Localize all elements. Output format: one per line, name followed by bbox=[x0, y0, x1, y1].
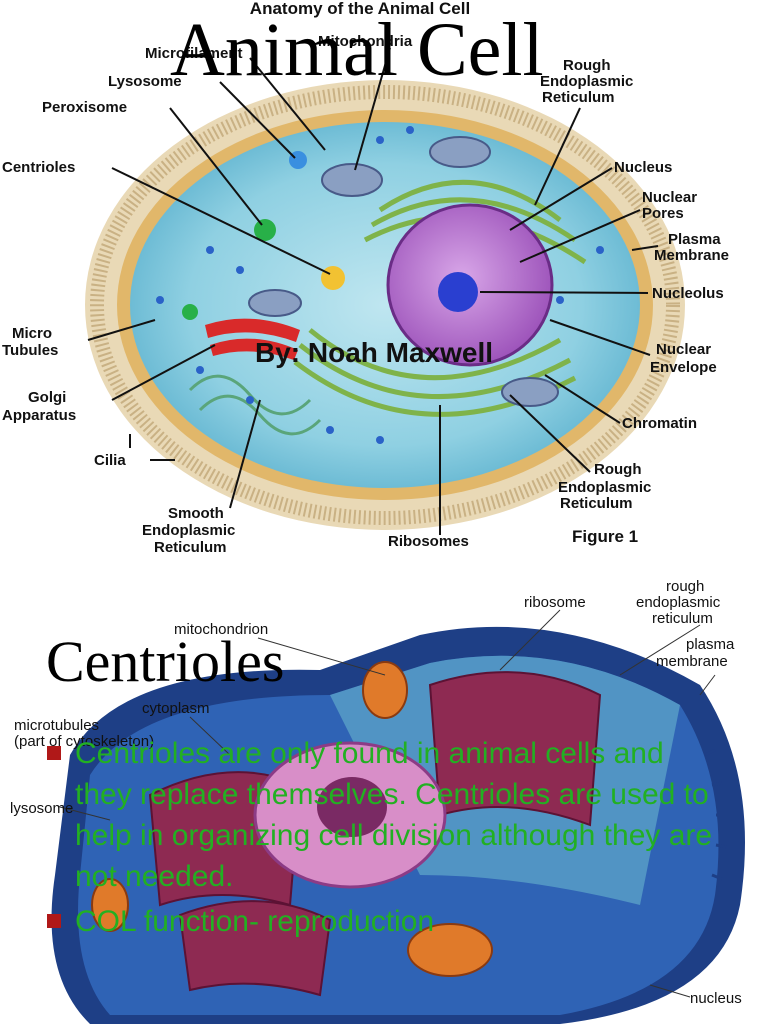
bullet-text: COL function- reproduction bbox=[75, 905, 435, 938]
bullet-text: Centrioles are only found in animal cell… bbox=[75, 737, 713, 893]
smooth-er bbox=[188, 374, 322, 436]
cytoplasm bbox=[130, 122, 640, 488]
label-peroxisome: Peroxisome bbox=[42, 99, 127, 116]
label-rough-er-top-3: Reticulum bbox=[542, 89, 615, 106]
bullet-marker-icon bbox=[47, 746, 61, 760]
bullet-list: Centrioles are only found in animal cell… bbox=[45, 733, 725, 946]
label-leader-lines bbox=[87, 47, 659, 535]
label-lysosome: Lysosome bbox=[108, 73, 182, 90]
label-plasma-membrane-2: membrane bbox=[656, 653, 728, 670]
label-cilia: Cilia bbox=[94, 452, 126, 469]
page-title: Animal Cell bbox=[170, 8, 544, 92]
nucleolus bbox=[438, 272, 478, 312]
label-mitochondria: Mitochondria bbox=[318, 33, 413, 50]
label-golgi-2: Apparatus bbox=[2, 407, 76, 424]
label-microfilament: Microfilament bbox=[145, 45, 243, 62]
label-nucleus: nucleus bbox=[690, 990, 742, 1007]
label-rough-er-bottom-3: Reticulum bbox=[560, 495, 633, 512]
author-byline: By: Noah Maxwell bbox=[255, 337, 494, 368]
label-golgi-1: Golgi bbox=[28, 389, 66, 406]
label-nuclear-envelope-2: Envelope bbox=[650, 359, 717, 376]
mitochondria bbox=[248, 136, 559, 407]
section-title: Centrioles bbox=[46, 629, 285, 694]
label-rough-er-1: rough bbox=[666, 578, 704, 595]
label-plasma-membrane-1: Plasma bbox=[668, 231, 721, 248]
figure-heading: Anatomy of the Animal Cell bbox=[250, 0, 470, 18]
label-plasma-membrane-1: plasma bbox=[686, 636, 735, 653]
label-smooth-er-3: Reticulum bbox=[154, 539, 227, 556]
label-cytoplasm: cytoplasm bbox=[142, 700, 210, 717]
golgi-apparatus bbox=[205, 318, 300, 360]
label-microtubules-1: microtubules bbox=[14, 717, 99, 734]
label-rough-er-top-2: Endoplasmic bbox=[540, 73, 633, 90]
label-nucleolus: Nucleolus bbox=[652, 285, 724, 302]
label-micro-tubules-1: Micro bbox=[12, 325, 52, 342]
bullet-item: COL function- reproduction bbox=[45, 901, 725, 942]
membrane-cilia bbox=[704, 748, 727, 881]
label-rough-er-bottom-1: Rough bbox=[594, 461, 641, 478]
mitochondria bbox=[91, 661, 493, 977]
label-smooth-er-2: Endoplasmic bbox=[142, 522, 235, 539]
label-microtubules-2: (part of cytoskeleton) bbox=[14, 733, 154, 750]
label-mitochondrion: mitochondrion bbox=[174, 621, 268, 638]
animal-cell-diagram: Anatomy of the Animal Cell Microfilament… bbox=[2, 0, 729, 556]
label-smooth-er-1: Smooth bbox=[168, 505, 224, 522]
bullet-marker-icon bbox=[47, 914, 61, 928]
label-ribosome: ribosome bbox=[524, 594, 586, 611]
label-rough-er-2: endoplasmic bbox=[636, 594, 721, 611]
label-nuclear-envelope-1: Nuclear bbox=[656, 341, 711, 358]
label-centrioles: Centrioles bbox=[2, 159, 75, 176]
cell-cutaway-diagram: mitochondrion ribosome rough endoplasmic… bbox=[10, 578, 746, 1024]
label-micro-tubules-2: Tubules bbox=[2, 342, 58, 359]
label-rough-er-3: reticulum bbox=[652, 610, 713, 627]
slide-animal-cell: Anatomy of the Animal Cell Microfilament… bbox=[2, 0, 730, 556]
label-nuclear-pores-2: Pores bbox=[642, 205, 684, 222]
label-chromatin: Chromatin bbox=[622, 415, 697, 432]
label-lysosome: lysosome bbox=[10, 800, 73, 817]
figure-caption: Figure 1 bbox=[572, 527, 638, 546]
centrioles bbox=[321, 266, 345, 290]
nucleolus bbox=[317, 777, 387, 837]
slide-centrioles: mitochondrion ribosome rough endoplasmic… bbox=[0, 575, 768, 1024]
peroxisome bbox=[254, 219, 276, 241]
label-rough-er-top-1: Rough bbox=[563, 57, 610, 74]
label-nuclear-pores-1: Nuclear bbox=[642, 189, 697, 206]
bullet-item: Centrioles are only found in animal cell… bbox=[45, 733, 725, 897]
label-nucleus: Nucleus bbox=[614, 159, 672, 176]
label-rough-er-bottom-2: Endoplasmic bbox=[558, 479, 651, 496]
label-ribosomes: Ribosomes bbox=[388, 533, 469, 550]
label-plasma-membrane-2: Membrane bbox=[654, 247, 729, 264]
